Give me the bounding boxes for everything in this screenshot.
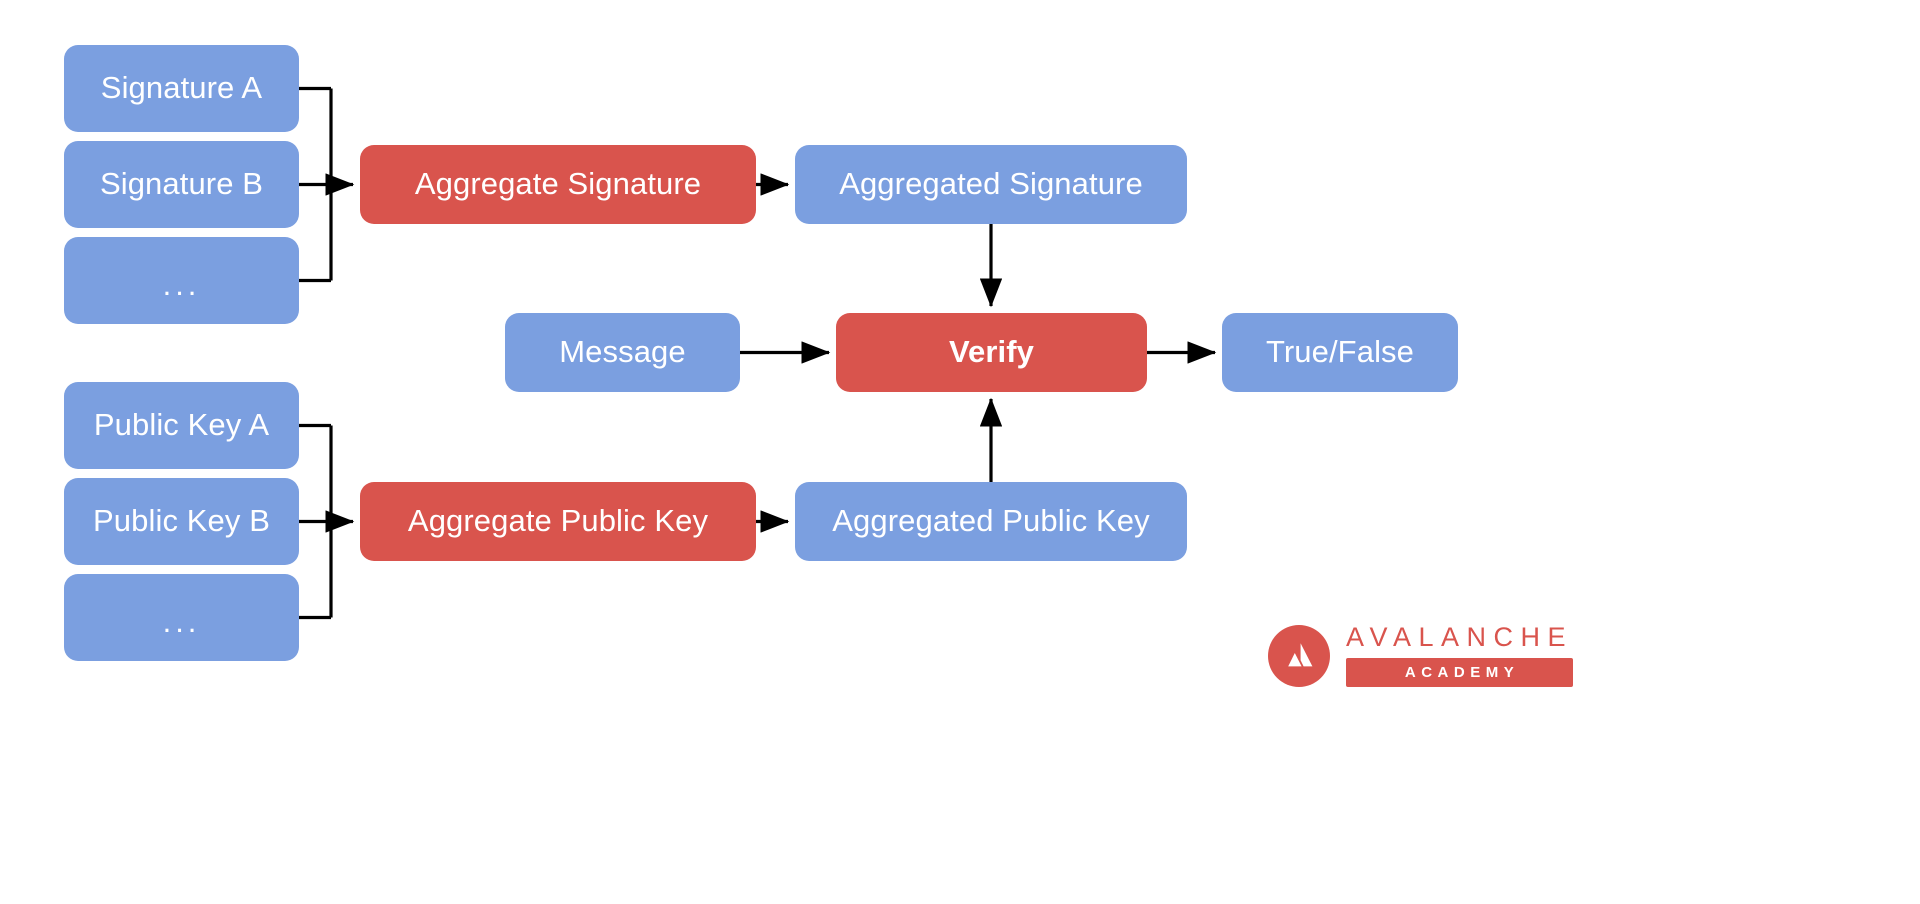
node-aggregate-public-key[interactable]: Aggregate Public Key (360, 482, 756, 561)
avalanche-academy-logo: AVALANCHE ACADEMY (1268, 622, 1574, 687)
avalanche-a-glyph-icon (1288, 642, 1313, 666)
logo-lockup: AVALANCHE ACADEMY (1346, 622, 1574, 687)
node-aggregated-public-key[interactable]: Aggregated Public Key (795, 482, 1187, 561)
logo-wordmark: AVALANCHE (1346, 622, 1574, 652)
node-public-key-b[interactable]: Public Key B (64, 478, 299, 565)
node-aggregated-signature[interactable]: Aggregated Signature (795, 145, 1187, 224)
node-aggregate-signature[interactable]: Aggregate Signature (360, 145, 756, 224)
logo-academy-badge: ACADEMY (1346, 658, 1574, 687)
node-verify[interactable]: Verify (836, 313, 1147, 392)
node-public-key-more[interactable]: ... (64, 574, 299, 661)
node-public-key-a[interactable]: Public Key A (64, 382, 299, 469)
avalanche-mark-icon (1268, 624, 1330, 687)
node-signature-a[interactable]: Signature A (64, 45, 299, 132)
node-true-false[interactable]: True/False (1222, 313, 1458, 392)
node-message[interactable]: Message (505, 313, 740, 392)
node-signature-more[interactable]: ... (64, 237, 299, 324)
node-signature-b[interactable]: Signature B (64, 141, 299, 228)
